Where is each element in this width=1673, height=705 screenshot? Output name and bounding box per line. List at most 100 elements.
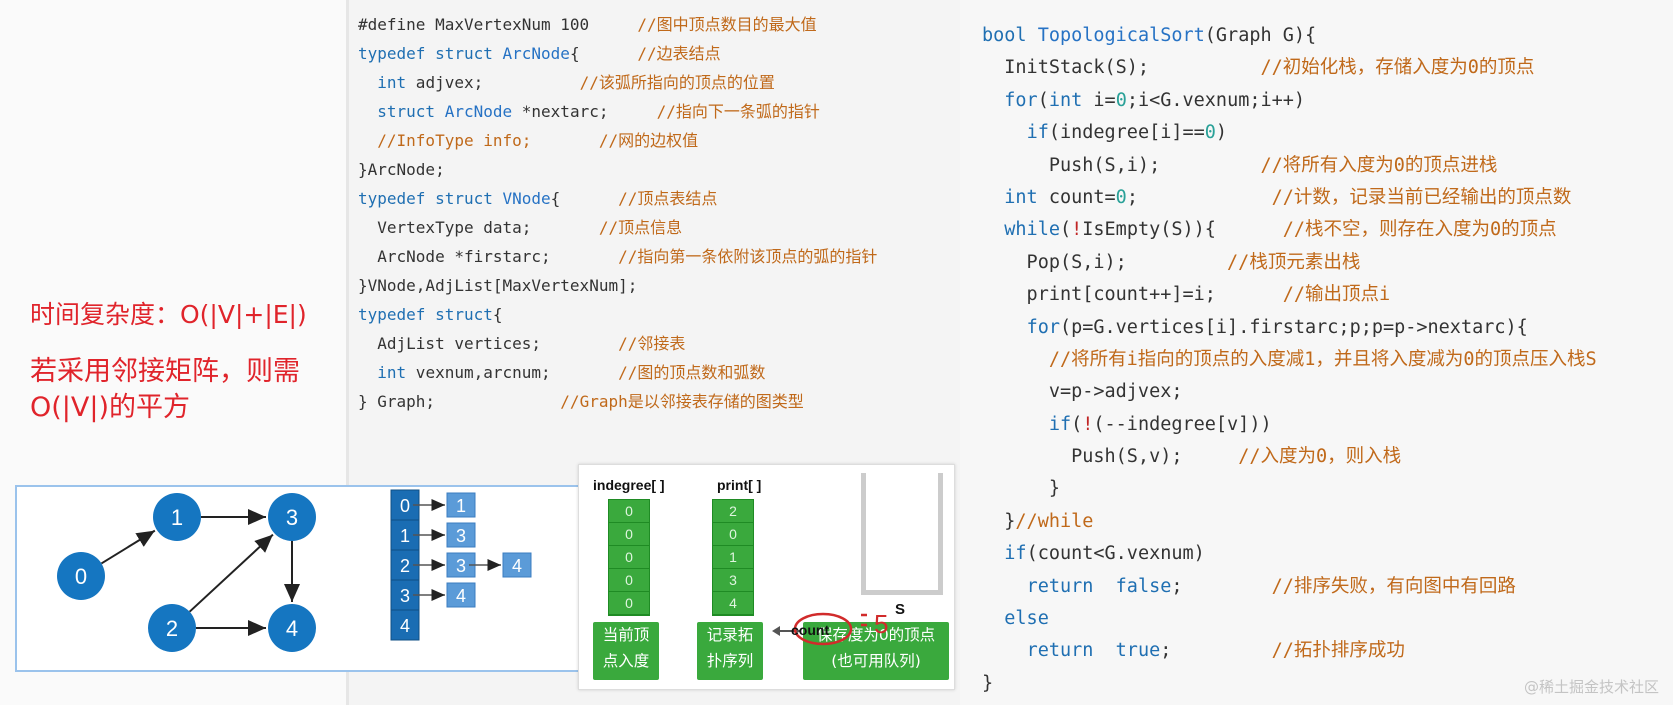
code-token: //拓扑排序成功	[1271, 640, 1405, 662]
code-token: return	[1026, 575, 1094, 597]
code-token	[982, 219, 1004, 240]
code-token: ;	[1160, 640, 1272, 662]
code-token: //边表结点	[637, 44, 721, 63]
code-token: }VNode,AdjList[MaxVertexNum];	[358, 276, 638, 295]
code-line: //InfoType info; //网的边权值	[358, 126, 877, 155]
code-token: //计数，记录当前已经输出的顶点数	[1271, 186, 1572, 208]
indegree-cell: 0	[609, 569, 649, 592]
code-token: ArcNode	[502, 44, 570, 63]
adj-node-label: 3	[456, 526, 466, 546]
watermark: @稀土掘金技术社区	[1523, 678, 1659, 696]
adj-node-cell	[502, 552, 532, 578]
code-token: TopologicalSort	[1037, 25, 1205, 46]
print-cell: 1	[713, 546, 753, 569]
code-line: v=p->adjvex;	[982, 376, 1597, 408]
code-token: //while	[1015, 510, 1094, 532]
code-token	[982, 187, 1004, 208]
adj-node-cell	[446, 522, 476, 548]
code-token	[358, 73, 377, 92]
stack-description: 保存度为0的顶点 (也可用队列)	[803, 622, 949, 680]
code-line: Push(S,v); //入度为0，则入栈	[982, 441, 1597, 473]
adj-head-label: 3	[400, 586, 410, 606]
print-cell: 0	[713, 523, 753, 546]
graph-node-2	[148, 604, 196, 652]
code-token: adjvex;	[406, 73, 580, 92]
adj-head-cell	[390, 609, 420, 641]
adj-head-label: 4	[400, 616, 410, 636]
indegree-cell: 0	[609, 592, 649, 615]
code-line: InitStack(S); //初始化栈，存储入度为0的顶点	[982, 52, 1597, 84]
code-line: return false; //排序失败，有向图中有回路	[982, 571, 1597, 603]
indegree-label-line2: 点入度	[602, 652, 650, 670]
code-token: else	[1004, 608, 1049, 630]
code-token: (	[1037, 89, 1049, 111]
code-token: VNode	[502, 189, 551, 208]
code-token: *nextarc;	[512, 102, 657, 121]
matrix-note: 若采用邻接矩阵，则需O(|V|)的平方	[30, 356, 300, 423]
code-line: return true; //拓扑排序成功	[982, 635, 1597, 667]
code-token	[982, 90, 1004, 111]
code-token: ArcNode	[444, 102, 513, 121]
code-token: {	[550, 189, 619, 208]
stack-name: S	[895, 601, 906, 618]
code-token: bool	[982, 25, 1038, 46]
panel-divider	[346, 0, 349, 705]
code-line: typedef struct ArcNode{ //边表结点	[358, 39, 877, 68]
code-line: AdjList vertices; //邻接表	[358, 329, 877, 358]
graph-node-3	[268, 493, 316, 541]
code-token: (p=G.vertices[i].firstarc;p;p=p->nextarc…	[1059, 316, 1528, 338]
code-token	[1093, 576, 1115, 597]
code-token: {	[492, 305, 503, 324]
code-token: for	[1026, 316, 1060, 338]
code-token	[982, 576, 1027, 597]
code-token: 0	[1204, 122, 1216, 144]
code-token: //将所有入度为0的顶点进栈	[1260, 154, 1498, 176]
code-line: typedef struct{	[358, 300, 877, 329]
code-token: !	[1071, 219, 1083, 241]
code-line: }ArcNode;	[358, 155, 877, 184]
code-token: //顶点表结点	[618, 189, 718, 208]
code-token: typedef struct	[358, 189, 503, 208]
code-line: if(indegree[i]==0)	[982, 117, 1597, 149]
graph-node-label: 1	[171, 505, 183, 530]
code-token: 0	[1115, 89, 1127, 111]
code-token: //图中顶点数目的最大值	[637, 15, 817, 34]
code-token: v=p->adjvex;	[982, 381, 1183, 403]
graph-node-4	[268, 604, 316, 652]
code-token: print[count++]=i;	[982, 284, 1283, 306]
code-token: Push(S,i);	[982, 154, 1261, 176]
code-line: while(!IsEmpty(S)){ //栈不空，则存在入度为0的顶点	[982, 214, 1597, 246]
code-token: i=	[1082, 89, 1116, 111]
code-token: struct	[377, 102, 445, 121]
code-token: AdjList vertices;	[358, 334, 619, 353]
code-token: if	[1048, 413, 1072, 435]
code-token: int	[1004, 186, 1038, 208]
print-label-line1: 记录拓	[706, 626, 754, 644]
code-token: ArcNode *firstarc;	[358, 247, 619, 266]
code-token	[982, 317, 1027, 338]
code-token: //指向下一条弧的指针	[656, 102, 820, 121]
code-line: ArcNode *firstarc; //指向第一条依附该顶点的弧的指针	[358, 242, 877, 271]
code-token: true	[1115, 640, 1161, 662]
code-token: ;	[1126, 186, 1272, 208]
code-token: }	[982, 478, 1060, 500]
indegree-label: 当前顶 点入度	[593, 622, 659, 680]
code-token: InitStack(S);	[982, 57, 1261, 79]
code-token: }	[982, 672, 994, 694]
indegree-title: indegree[ ]	[593, 477, 665, 493]
code-line: for(p=G.vertices[i].firstarc;p;p=p->next…	[982, 312, 1597, 344]
code-token: //图的顶点数和弧数	[618, 363, 766, 382]
algo-panel	[960, 0, 1673, 705]
code-token: //指向第一条依附该顶点的弧的指针	[618, 247, 878, 266]
code-token: } Graph;	[358, 392, 561, 411]
code-line: }//while	[982, 506, 1597, 538]
code-token: //栈不空，则存在入度为0的顶点	[1282, 219, 1557, 241]
code-line: } Graph; //Graph是以邻接表存储的图类型	[358, 387, 877, 416]
code-line: int count=0; //计数，记录当前已经输出的顶点数	[982, 182, 1597, 214]
code-line: print[count++]=i; //输出顶点i	[982, 279, 1597, 311]
